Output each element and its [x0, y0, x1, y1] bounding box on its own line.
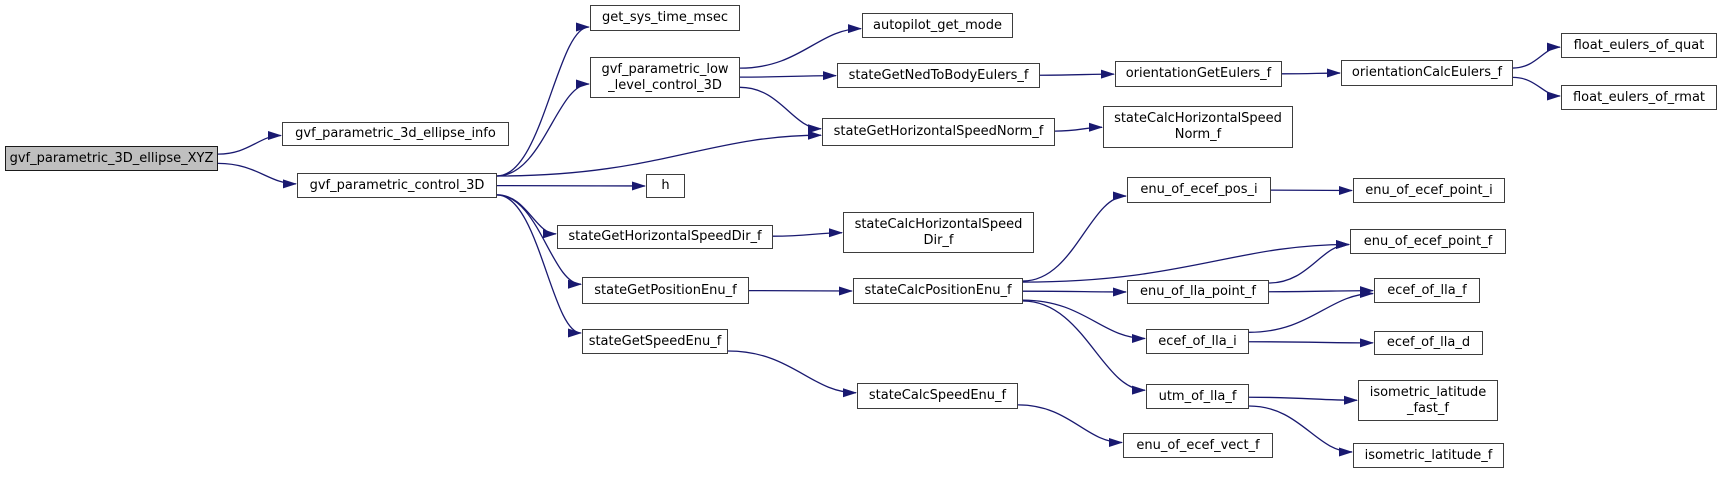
- node-ecef_of_lla_f[interactable]: ecef_of_lla_f: [1374, 278, 1480, 303]
- node-gvf_parametric_3d_ellipse_info[interactable]: gvf_parametric_3d_ellipse_info: [282, 122, 509, 146]
- node-gvf_parametric_low_level_control_3D[interactable]: gvf_parametric_low _level_control_3D: [590, 57, 740, 98]
- edge-stateCalcPositionEnu_f--utm_of_lla_f: [1022, 300, 1146, 395]
- node-float_eulers_of_rmat[interactable]: float_eulers_of_rmat: [1561, 85, 1717, 110]
- edge-stateCalcSpeedEnu_f--enu_of_ecef_vect_f: [1017, 404, 1123, 448]
- edge-gvf_parametric_3D_ellipse_XYZ--gvf_parametric_3d_ellipse_info: [217, 130, 282, 155]
- node-isometric_latitude_f[interactable]: isometric_latitude_f: [1353, 443, 1504, 468]
- node-enu_of_ecef_pos_i[interactable]: enu_of_ecef_pos_i: [1127, 177, 1271, 203]
- edge-stateGetHorizontalSpeedNorm_f--stateCalcHorizontalSpeedNorm_f: [1054, 122, 1103, 132]
- node-stateGetHorizontalSpeedDir_f[interactable]: stateGetHorizontalSpeedDir_f: [557, 225, 773, 249]
- edge-gvf_parametric_control_3D--stateGetPositionEnu_f: [496, 194, 582, 289]
- edge-stateCalcPositionEnu_f--ecef_of_lla_i: [1022, 299, 1146, 343]
- node-autopilot_get_mode[interactable]: autopilot_get_mode: [862, 13, 1013, 38]
- edge-gvf_parametric_low_level_control_3D--stateGetNedToBodyEulers_f: [739, 71, 837, 81]
- node-get_sys_time_msec[interactable]: get_sys_time_msec: [590, 5, 740, 31]
- edge-stateGetHorizontalSpeedDir_f--stateCalcHorizontalSpeedDir_f: [772, 228, 843, 238]
- node-ecef_of_lla_d[interactable]: ecef_of_lla_d: [1374, 331, 1483, 355]
- node-enu_of_ecef_point_i[interactable]: enu_of_ecef_point_i: [1353, 178, 1505, 203]
- edge-enu_of_lla_point_f--ecef_of_lla_f: [1268, 286, 1374, 296]
- node-stateGetSpeedEnu_f[interactable]: stateGetSpeedEnu_f: [582, 329, 728, 354]
- edge-gvf_parametric_low_level_control_3D--stateGetHorizontalSpeedNorm_f: [739, 86, 822, 134]
- edge-gvf_parametric_3D_ellipse_XYZ--gvf_parametric_control_3D: [217, 162, 297, 189]
- edge-ecef_of_lla_i--ecef_of_lla_f: [1248, 289, 1374, 333]
- edge-orientationGetEulers_f--orientationCalcEulers_f: [1281, 68, 1341, 78]
- node-stateCalcHorizontalSpeedDir_f[interactable]: stateCalcHorizontalSpeed Dir_f: [843, 212, 1034, 253]
- node-utm_of_lla_f[interactable]: utm_of_lla_f: [1146, 384, 1249, 409]
- node-stateGetPositionEnu_f[interactable]: stateGetPositionEnu_f: [582, 277, 749, 304]
- edge-stateCalcPositionEnu_f--enu_of_lla_point_f: [1022, 287, 1127, 297]
- node-stateCalcPositionEnu_f[interactable]: stateCalcPositionEnu_f: [853, 278, 1023, 304]
- edge-utm_of_lla_f--isometric_latitude_f: [1248, 405, 1353, 457]
- node-stateGetHorizontalSpeedNorm_f[interactable]: stateGetHorizontalSpeedNorm_f: [822, 118, 1055, 146]
- node-isometric_latitude_fast_f[interactable]: isometric_latitude _fast_f: [1358, 380, 1498, 421]
- node-stateCalcHorizontalSpeedNorm_f[interactable]: stateCalcHorizontalSpeed Norm_f: [1103, 106, 1293, 148]
- edge-gvf_parametric_control_3D--stateGetHorizontalSpeedNorm_f: [496, 130, 822, 177]
- edge-enu_of_lla_point_f--enu_of_ecef_point_f: [1268, 240, 1350, 284]
- node-float_eulers_of_quat[interactable]: float_eulers_of_quat: [1561, 33, 1717, 58]
- node-ecef_of_lla_i[interactable]: ecef_of_lla_i: [1146, 329, 1249, 354]
- edge-utm_of_lla_f--isometric_latitude_fast_f: [1248, 395, 1358, 405]
- node-enu_of_ecef_point_f[interactable]: enu_of_ecef_point_f: [1350, 229, 1506, 254]
- node-stateGetNedToBodyEulers_f[interactable]: stateGetNedToBodyEulers_f: [837, 63, 1040, 88]
- node-orientationGetEulers_f[interactable]: orientationGetEulers_f: [1115, 61, 1282, 87]
- node-stateCalcSpeedEnu_f[interactable]: stateCalcSpeedEnu_f: [857, 383, 1018, 409]
- edge-orientationCalcEulers_f--float_eulers_of_rmat: [1512, 76, 1561, 101]
- edge-gvf_parametric_control_3D--stateGetSpeedEnu_f: [496, 194, 582, 338]
- edge-gvf_parametric_control_3D--stateGetHorizontalSpeedDir_f: [496, 194, 557, 239]
- node-enu_of_ecef_vect_f[interactable]: enu_of_ecef_vect_f: [1123, 433, 1273, 458]
- edge-stateCalcPositionEnu_f--enu_of_ecef_point_f: [1022, 239, 1350, 283]
- edge-orientationCalcEulers_f--float_eulers_of_quat: [1512, 42, 1561, 69]
- node-gvf_parametric_3D_ellipse_XYZ: gvf_parametric_3D_ellipse_XYZ: [5, 146, 218, 171]
- node-gvf_parametric_control_3D[interactable]: gvf_parametric_control_3D: [297, 173, 497, 198]
- node-orientationCalcEulers_f[interactable]: orientationCalcEulers_f: [1341, 60, 1513, 86]
- edge-ecef_of_lla_i--ecef_of_lla_d: [1248, 338, 1374, 348]
- edge-gvf_parametric_low_level_control_3D--autopilot_get_mode: [739, 24, 862, 69]
- edge-stateCalcPositionEnu_f--enu_of_ecef_pos_i: [1022, 191, 1127, 282]
- edge-gvf_parametric_control_3D--gvf_parametric_low_level_control_3D: [496, 79, 590, 177]
- node-enu_of_lla_point_f[interactable]: enu_of_lla_point_f: [1127, 280, 1269, 304]
- node-h[interactable]: h: [646, 174, 685, 198]
- edge-gvf_parametric_control_3D--get_sys_time_msec: [496, 22, 590, 177]
- edge-stateGetSpeedEnu_f--stateCalcSpeedEnu_f: [727, 350, 857, 398]
- edge-stateGetNedToBodyEulers_f--orientationGetEulers_f: [1039, 69, 1115, 79]
